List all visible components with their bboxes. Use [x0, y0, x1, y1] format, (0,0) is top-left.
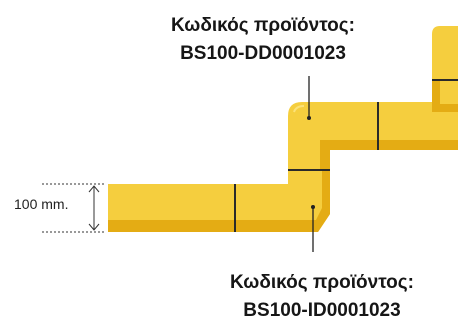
- dimension-marker: [42, 183, 106, 233]
- dimension-label: 100 mm.: [14, 196, 69, 212]
- product-code-callout-top: Κωδικός προϊόντος: BS100-DD0001023: [138, 12, 388, 68]
- callout-bottom-heading: Κωδικός προϊόντος:: [230, 272, 414, 293]
- callout-top-code: BS100-DD0001023: [180, 43, 346, 64]
- callout-top-heading: Κωδικός προϊόντος:: [171, 15, 355, 36]
- leader-lines: [307, 76, 315, 252]
- callout-bottom-code: BS100-ID0001023: [243, 300, 401, 321]
- tray-segment-left: [108, 184, 308, 232]
- product-code-callout-bottom: Κωδικός προϊόντος: BS100-ID0001023: [202, 269, 442, 325]
- tray-joints: [234, 79, 458, 232]
- tray-top-right: [420, 26, 458, 140]
